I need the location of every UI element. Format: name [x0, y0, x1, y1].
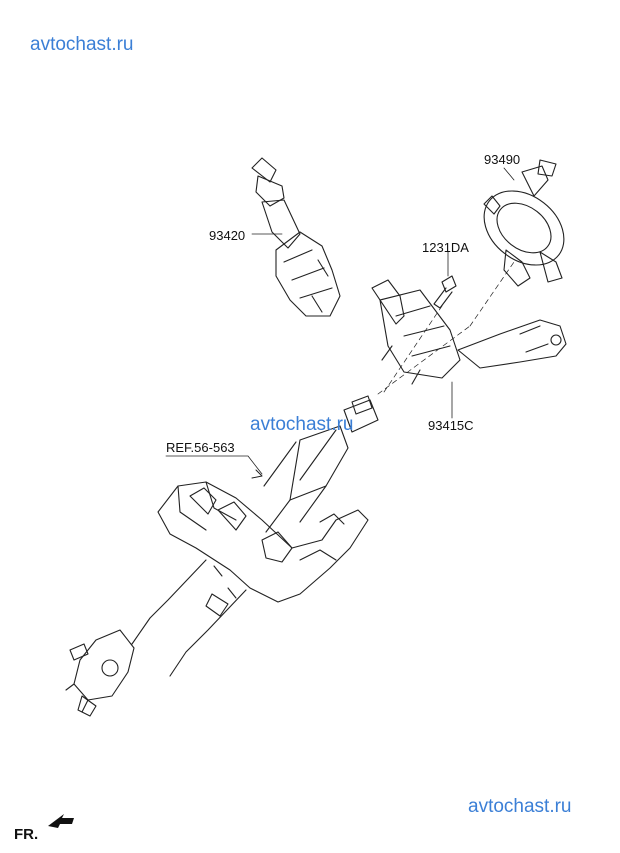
fr-arrow-icon [48, 814, 74, 828]
steering-column [65, 395, 379, 717]
watermark-bottom: avtochast.ru [468, 796, 572, 817]
front-direction-label: FR. [14, 826, 39, 843]
label-93420: 93420 [209, 228, 246, 243]
label-1231DA: 1231DA [422, 240, 469, 255]
assembly-axis [377, 261, 515, 395]
watermark-center: avtochast.ru [250, 414, 354, 435]
leader-93490 [503, 167, 515, 181]
leader-ref [165, 455, 263, 475]
label-93490: 93490 [484, 152, 521, 167]
clock-spring-93490 [483, 159, 565, 287]
label-93415C: 93415C [428, 418, 474, 433]
leader-lines [165, 167, 515, 479]
label-ref: REF.56-563 [166, 440, 235, 455]
bolt-1231DA [433, 251, 457, 309]
multifunction-switch-93415C [371, 279, 567, 385]
wiper-switch-93420 [251, 157, 341, 317]
watermark-top: avtochast.ru [30, 34, 134, 55]
